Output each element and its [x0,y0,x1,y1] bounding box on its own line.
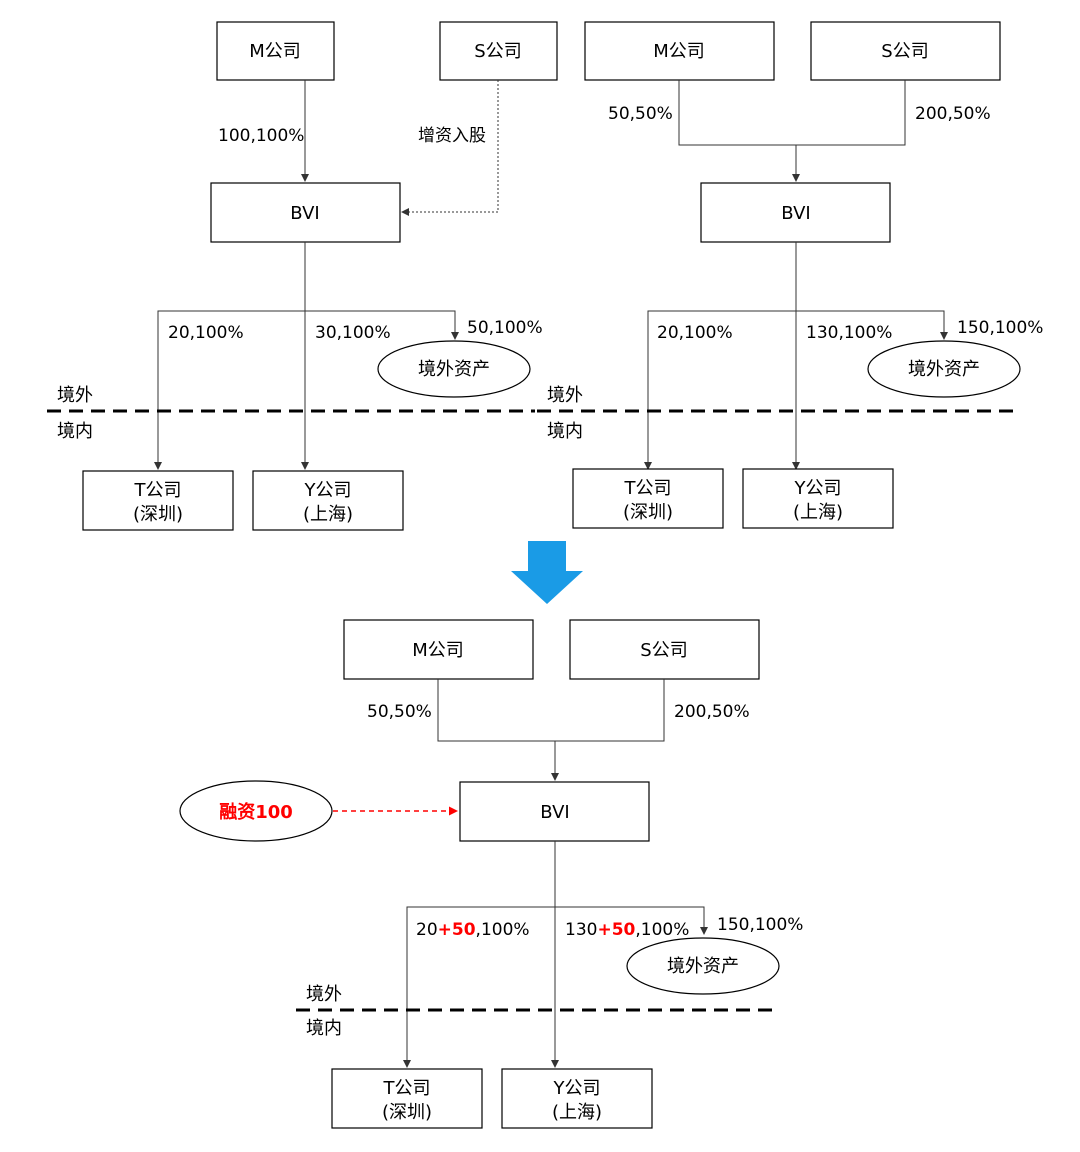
d2-t-company-city: (深圳) [623,502,673,523]
d2-to-t-label: 20,100% [657,323,733,343]
d3-to-t-added: +50 [438,920,476,940]
d2-to-asset-label: 150,100% [957,318,1043,338]
d3-shareholder-merge-line [437,679,665,742]
d3-m-share-label: 50,50% [367,702,432,722]
diagram-1-before: M公司 S公司 100,100% 增资入股 BVI 20,100% 30,100… [47,21,558,531]
d1-y-company-name: Y公司 [304,480,352,501]
d3-y-company-box [501,1068,653,1129]
d3-y-company-city: (上海) [552,1102,602,1123]
d3-s-company-label: S公司 [640,640,687,661]
d3-bvi-box [459,781,650,842]
d2-distribution-line [647,310,945,469]
d3-t-company-name: T公司 [383,1078,431,1099]
d3-m-company-label: M公司 [412,640,464,661]
d3-to-t-label: 20+50,100% [416,920,530,940]
d3-onshore-label: 境内 [306,1018,342,1039]
d3-financing-label: 融资100 [219,801,293,823]
d2-y-company-box [742,468,894,529]
d1-s-capital-injection-arrow [401,80,499,216]
d1-s-capital-injection-label: 增资入股 [418,126,486,146]
d2-s-share-label: 200,50% [915,104,991,124]
d1-offshore-label: 境外 [57,385,93,406]
d3-distribution-line [406,906,705,1067]
d3-to-y-label: 130+50,100% [565,920,689,940]
d1-t-company-box [82,470,234,531]
transition-down-arrow-icon [511,541,583,604]
d3-financing-ellipse [179,780,333,842]
d2-t-company-name: T公司 [624,478,672,499]
d1-distribution-line [157,310,456,469]
d1-bvi-label: BVI [290,203,319,224]
d1-m-company-label: M公司 [249,41,301,62]
d3-t-company-city: (深圳) [382,1102,432,1123]
d2-m-company-box [584,21,775,81]
d1-onshore-label: 境内 [57,421,93,442]
d2-offshore-label: 境外 [547,385,583,406]
d1-m-to-bvi-label: 100,100% [218,126,304,146]
d3-bvi-label: BVI [540,802,569,823]
d1-t-company-city: (深圳) [133,504,183,525]
d3-to-asset-label: 150,100% [717,915,803,935]
d3-y-company-name: Y公司 [553,1078,601,1099]
d3-s-share-label: 200,50% [674,702,750,722]
d2-overseas-asset-ellipse [867,340,1021,398]
d2-s-company-label: S公司 [881,41,928,62]
diagram-2-after-injection: M公司 S公司 50,50% 200,50% BVI 20,100% 130,1… [537,21,1043,529]
d1-y-company-box [252,470,404,531]
d3-to-t-base: 20 [416,920,438,940]
d3-to-t-pct: ,100% [476,920,530,940]
d2-to-y-label: 130,100% [806,323,892,343]
d2-overseas-asset-label: 境外资产 [908,359,980,380]
d3-overseas-asset-label: 境外资产 [667,956,739,977]
diagram-3-after-financing: M公司 S公司 50,50% 200,50% 融资100 BVI 20+50,1… [179,619,803,1129]
d3-t-company-box [331,1068,483,1129]
d2-m-company-label: M公司 [653,41,705,62]
d1-to-y-label: 30,100% [315,323,391,343]
d3-to-y-pct: ,100% [635,920,689,940]
d1-t-company-name: T公司 [134,480,182,501]
d3-overseas-asset-ellipse [626,937,780,995]
d2-shareholder-merge-line [678,80,906,146]
d2-bvi-box [700,182,891,243]
d1-to-asset-label: 50,100% [467,318,543,338]
d3-to-y-added: +50 [597,920,635,940]
d1-y-company-city: (上海) [303,504,353,525]
d3-to-y-base: 130 [565,920,597,940]
d3-s-company-box [569,619,760,680]
d1-to-t-label: 20,100% [168,323,244,343]
d1-overseas-asset-label: 境外资产 [418,359,490,380]
d2-onshore-label: 境内 [547,421,583,442]
d2-y-company-name: Y公司 [794,478,842,499]
d1-overseas-asset-ellipse [377,340,531,398]
d1-s-company-box [439,21,558,81]
d1-m-company-box [216,21,335,81]
d2-m-share-label: 50,50% [608,104,673,124]
d1-s-company-label: S公司 [474,41,521,62]
d2-t-company-box [572,468,724,529]
d3-offshore-label: 境外 [306,984,342,1005]
d3-m-company-box [343,619,534,680]
d2-y-company-city: (上海) [793,502,843,523]
d2-bvi-label: BVI [781,203,810,224]
